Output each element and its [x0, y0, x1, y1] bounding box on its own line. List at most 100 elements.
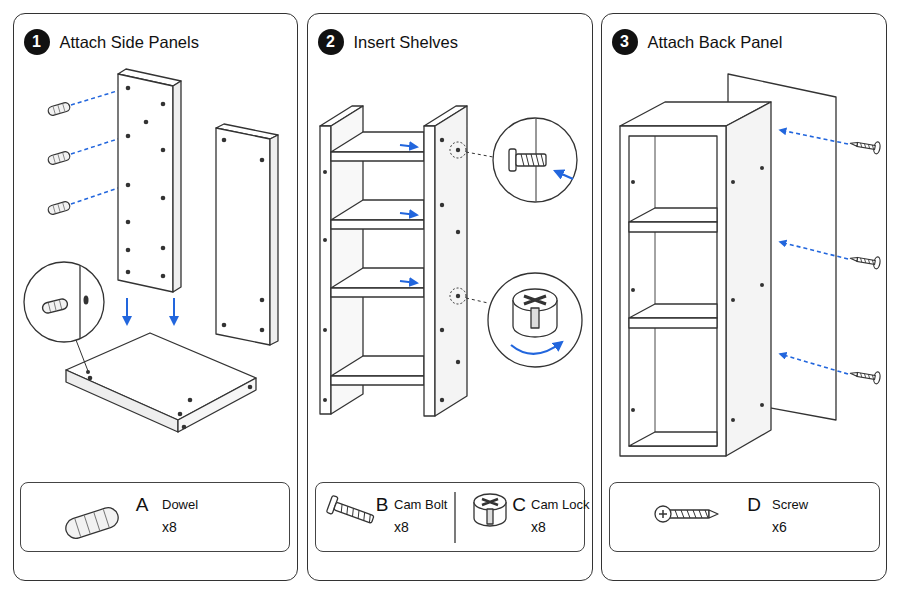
- zoom-detail: [79, 265, 80, 339]
- part-icon: [474, 494, 506, 510]
- zoom-detail: [488, 273, 582, 367]
- side-panel: [456, 148, 460, 152]
- shelf: [331, 200, 424, 220]
- guide-arrow: [780, 130, 848, 374]
- bookcase-frame: [320, 126, 331, 414]
- side-panel: [424, 106, 493, 416]
- part-name: Screw: [772, 496, 862, 514]
- side-panel: [435, 106, 467, 416]
- bottom-panel: [66, 370, 178, 432]
- bookcase-frame: [631, 180, 635, 184]
- bookcase-frame: [323, 398, 327, 402]
- side-panel: [222, 138, 265, 333]
- side-panel: [173, 81, 181, 292]
- side-panel: [118, 69, 181, 292]
- bookcase-frame: [631, 408, 635, 412]
- shelf: [331, 132, 424, 385]
- part-icon: [63, 505, 121, 541]
- side-panel: [456, 360, 460, 364]
- part-letter: B: [372, 493, 392, 517]
- bookcase-frame: [629, 432, 717, 446]
- shelf: [331, 268, 424, 288]
- zoom-detail: [24, 262, 104, 374]
- side-panel: [440, 328, 444, 332]
- zoom-detail: [41, 298, 68, 314]
- parts-box: DScrewx6: [609, 482, 880, 552]
- part-icon: [655, 506, 718, 522]
- part-icon: [655, 506, 671, 522]
- bookcase-frame: [629, 222, 717, 232]
- screw: [849, 137, 881, 384]
- side-panel: [260, 298, 265, 303]
- step-heading: Insert Shelves: [354, 31, 584, 53]
- bottom-panel: [182, 425, 187, 430]
- part-icon: [669, 510, 709, 518]
- move-arrow: [400, 145, 417, 283]
- bookcase-frame: [731, 298, 735, 302]
- side-panel: [161, 102, 166, 107]
- side-panel: [466, 152, 493, 157]
- part-icon: [487, 509, 493, 524]
- side-panel: [126, 86, 131, 91]
- step-number-badge: 1: [24, 29, 50, 55]
- zoom-detail: [516, 154, 546, 166]
- side-panel: [222, 138, 227, 143]
- part-icon: [675, 510, 708, 518]
- move-arrow: [400, 145, 417, 147]
- bookcase-frame: [760, 283, 764, 287]
- parts-divider: [454, 492, 455, 543]
- zoom-detail: [24, 262, 104, 342]
- side-panel: [456, 230, 460, 234]
- step-number: 3: [612, 29, 638, 55]
- step-panel: Attach Side Panels 1ADowelx8: [13, 13, 298, 581]
- side-panel: [440, 398, 444, 402]
- bookcase-frame: [323, 238, 327, 242]
- step-heading: Attach Side Panels: [60, 31, 290, 53]
- zoom-detail: [531, 308, 539, 328]
- side-panel: [216, 128, 270, 345]
- side-panel: [126, 248, 131, 253]
- side-panel: [450, 142, 466, 158]
- part-icon: [709, 510, 718, 518]
- side-panel: [222, 323, 227, 328]
- step2-illustration: [320, 106, 582, 416]
- parts-box: BCam Boltx8CCam Lockx8: [315, 482, 585, 552]
- side-panel: [126, 183, 131, 188]
- bottom-panel: [88, 376, 93, 381]
- part-name: Dowel: [162, 496, 262, 514]
- bookcase-frame: [760, 403, 764, 407]
- part-icon: [339, 504, 372, 522]
- part-name: Cam Bolt: [394, 496, 452, 514]
- guide-arrow: [780, 354, 848, 374]
- part-quantity: x8: [394, 518, 434, 536]
- bookcase-frame: [620, 102, 771, 456]
- zoom-detail: [493, 118, 577, 202]
- part-icon: [474, 494, 506, 526]
- bottom-panel: [66, 333, 256, 432]
- move-arrow: [126, 298, 128, 324]
- side-panel: [270, 135, 278, 345]
- bookcase-frame: [631, 166, 764, 422]
- part-icon: [334, 502, 374, 523]
- side-panel: [456, 294, 460, 298]
- guide-arrow: [780, 130, 848, 144]
- bottom-panel: [188, 398, 193, 403]
- side-panel: [126, 134, 131, 139]
- zoom-detail: [511, 342, 562, 354]
- bookcase-frame: [323, 170, 327, 174]
- side-panel: [161, 196, 166, 201]
- step-number-badge: 3: [612, 29, 638, 55]
- parts-box: ADowelx8: [20, 482, 290, 552]
- part-icon: [326, 495, 375, 528]
- zoom-detail: [76, 340, 88, 371]
- screw: [849, 367, 881, 384]
- bottom-panel: [66, 333, 256, 420]
- bottom-panel: [178, 378, 256, 432]
- part-icon: [63, 492, 718, 543]
- step-number: 2: [318, 29, 344, 55]
- part-letter: C: [509, 493, 529, 517]
- part-quantity: x6: [772, 518, 812, 536]
- step3-illustration: [620, 74, 881, 456]
- bookcase-frame: [629, 318, 717, 328]
- side-panel: [216, 124, 278, 345]
